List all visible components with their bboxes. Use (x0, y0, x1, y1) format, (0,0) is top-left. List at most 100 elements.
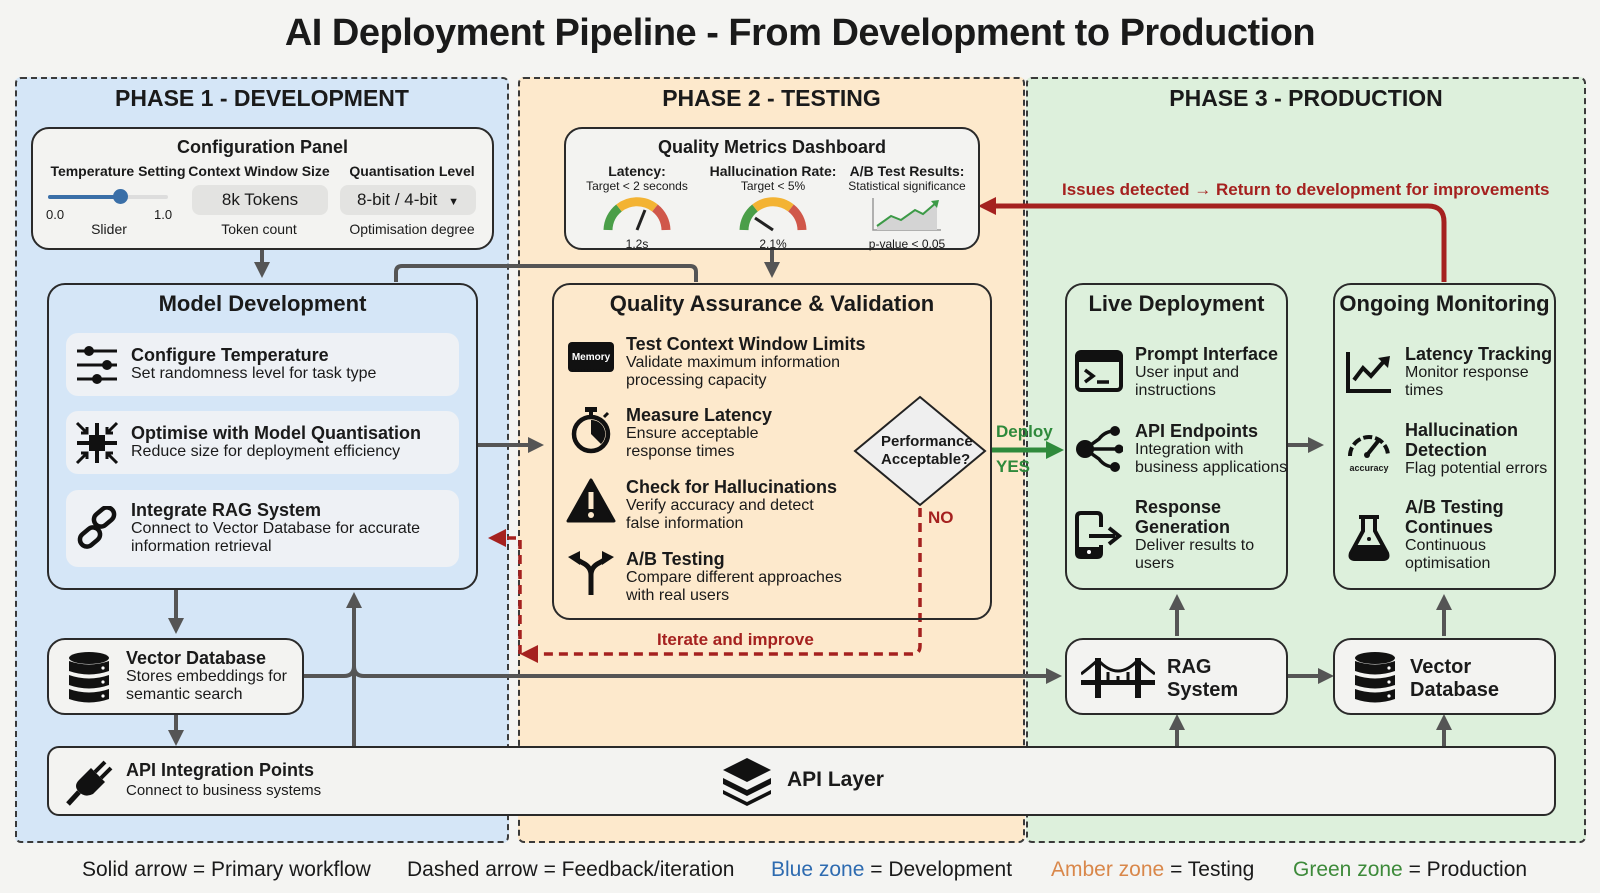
hallucination-value: 2.1% (759, 237, 787, 251)
rag-system-title: RAG System (1167, 656, 1239, 701)
link-icon (77, 506, 117, 549)
hallucination-target: Target < 5% (740, 179, 806, 193)
temperature-label: Temperature Setting (50, 163, 186, 179)
ab-test-target: Statistical significance (848, 179, 966, 193)
vector-database-prod-box: Vector Database (1333, 638, 1556, 715)
qa-item: Check for Hallucinations Verify accuracy… (566, 477, 846, 533)
config-panel-title: Configuration Panel (177, 137, 348, 157)
yes-label: YES (996, 457, 1031, 476)
phase-3-title: PHASE 3 - PRODUCTION (1169, 85, 1443, 111)
monitoring-box: Ongoing Monitoring (1333, 283, 1556, 590)
diagram-title: AI Deployment Pipeline - From Developmen… (284, 12, 1316, 54)
item-desc: Reduce size for deployment efficiency (131, 443, 401, 460)
temperature-max: 1.0 (154, 207, 173, 222)
phase-2-title: PHASE 2 - TESTING (662, 85, 881, 111)
latency-label: Latency: (608, 163, 666, 179)
qa-title: Quality Assurance & Validation (609, 291, 935, 316)
item-title: A/B Testing Continues (1405, 497, 1504, 537)
sliders-icon (77, 346, 117, 384)
api-integration-title: API Integration Points (126, 760, 315, 780)
temperature-slider-fill (48, 195, 120, 199)
iterate-label: Iterate and improve (657, 630, 814, 649)
stopwatch-icon (571, 407, 611, 454)
item-desc: Verify accuracy and detect false informa… (626, 497, 814, 532)
issues-label: Issues detected → Return to development … (1062, 180, 1550, 199)
legend-value: = Feedback/iteration (537, 858, 735, 881)
rag-system-box: RAG System (1065, 638, 1288, 715)
vector-db-prod-title: Vector Database (1410, 656, 1499, 701)
temperature-min: 0.0 (46, 207, 65, 222)
legend-key: Amber zone (1051, 858, 1165, 881)
context-window-label: Context Window Size (188, 163, 330, 179)
memory-chip-icon: Memory (566, 334, 616, 380)
model-development-title: Model Development (158, 291, 367, 316)
vector-database-dev-box: Vector Database Stores embeddings for se… (47, 638, 304, 715)
item-title: Latency Tracking (1405, 344, 1553, 364)
qa-item: A/B Testing Compare different approaches… (566, 549, 856, 605)
item-desc: Ensure acceptable response times (626, 425, 759, 460)
ab-test-value: p-value < 0.05 (868, 237, 946, 251)
live-item: API Endpoints Integration with business … (1075, 421, 1305, 477)
live-deployment-box: Live Deployment (1065, 283, 1288, 590)
database-icon (69, 652, 109, 703)
live-item: Prompt Interface User input and instruct… (1075, 344, 1285, 400)
gauge-icon-label: accuracy (1349, 463, 1389, 473)
chevron-down-icon: ▼ (448, 196, 459, 208)
context-window-field[interactable]: 8k Tokens (192, 185, 328, 215)
item-desc: Deliver results to users (1135, 537, 1255, 572)
model-dev-item: Configure Temperature Set randomness lev… (66, 333, 459, 396)
legend-value: = Testing (1164, 858, 1255, 881)
memory-chip-label: Memory (568, 342, 614, 372)
item-desc: User input and instructions (1135, 364, 1240, 399)
quantisation-dropdown[interactable]: 8-bit / 4-bit ▼ (340, 185, 476, 215)
qa-item: Measure Latency Ensure acceptable respon… (566, 405, 826, 461)
api-integration-desc: Connect to business systems (126, 782, 322, 799)
hallucination-gauge (739, 197, 807, 232)
item-title: A/B Testing (626, 549, 725, 569)
monitoring-title: Ongoing Monitoring (1339, 291, 1550, 316)
mobile-export-icon (1075, 511, 1123, 559)
latency-value: 1.2s (625, 237, 649, 251)
item-title: Integrate RAG System (131, 500, 322, 520)
flask-icon (1348, 515, 1390, 561)
bridge-icon (1081, 658, 1155, 698)
qa-box: Quality Assurance & Validation (552, 283, 992, 620)
quantisation-label: Quantisation Level (349, 163, 475, 179)
item-title: Check for Hallucinations (626, 477, 838, 497)
item-desc: Set randomness level for task type (131, 365, 377, 382)
item-title: Prompt Interface (1135, 344, 1279, 364)
item-desc: Compare different approaches with real u… (626, 569, 842, 604)
latency-target: Target < 2 seconds (586, 179, 688, 193)
hallucination-metric: Hallucination Rate: Target < 5% 2.1% (698, 163, 848, 251)
api-layer-bar: API Integration Points Connect to busine… (47, 746, 1556, 816)
item-desc: Continuous optimisation (1405, 537, 1491, 572)
legend-value: = Development (864, 858, 1013, 881)
legend-value: = Production (1402, 858, 1528, 881)
legend-key: Green zone (1293, 858, 1403, 881)
legend-dashed-arrow: Dashed arrow = Feedback/iteration (407, 858, 734, 882)
quantisation-value: 8-bit / 4-bit (357, 190, 438, 209)
ab-test-label: A/B Test Results: (849, 163, 965, 179)
monitoring-item: accuracy Hallucination Detection Flag po… (1345, 420, 1565, 478)
item-title: Response Generation (1135, 497, 1231, 537)
decision-label: Performance Acceptable? (881, 433, 973, 468)
model-dev-item: Optimise with Model Quantisation Reduce … (66, 411, 459, 474)
temperature-slider[interactable] (48, 189, 168, 204)
layers-icon (723, 758, 771, 806)
item-title: Hallucination Detection (1405, 420, 1519, 460)
item-desc: Monitor response times (1405, 364, 1529, 399)
decision-diamond (853, 395, 987, 507)
quantisation-caption: Optimisation degree (349, 221, 475, 237)
phase-1-title: PHASE 1 - DEVELOPMENT (115, 85, 409, 111)
model-development-box: Model Development (47, 283, 478, 590)
legend-key: Blue zone (771, 858, 865, 881)
latency-metric: Latency: Target < 2 seconds 1.2s (572, 163, 702, 251)
item-title: Measure Latency (626, 405, 773, 425)
legend-value: = Primary workflow (187, 858, 371, 881)
metrics-title: Quality Metrics Dashboard (657, 137, 887, 157)
temperature-slider-knob[interactable] (113, 189, 128, 204)
item-desc: Integration with business applications (1135, 441, 1288, 476)
live-item: Response Generation Deliver results to u… (1075, 497, 1285, 573)
context-window-caption: Token count (221, 221, 297, 237)
trend-chart-icon (872, 198, 941, 231)
